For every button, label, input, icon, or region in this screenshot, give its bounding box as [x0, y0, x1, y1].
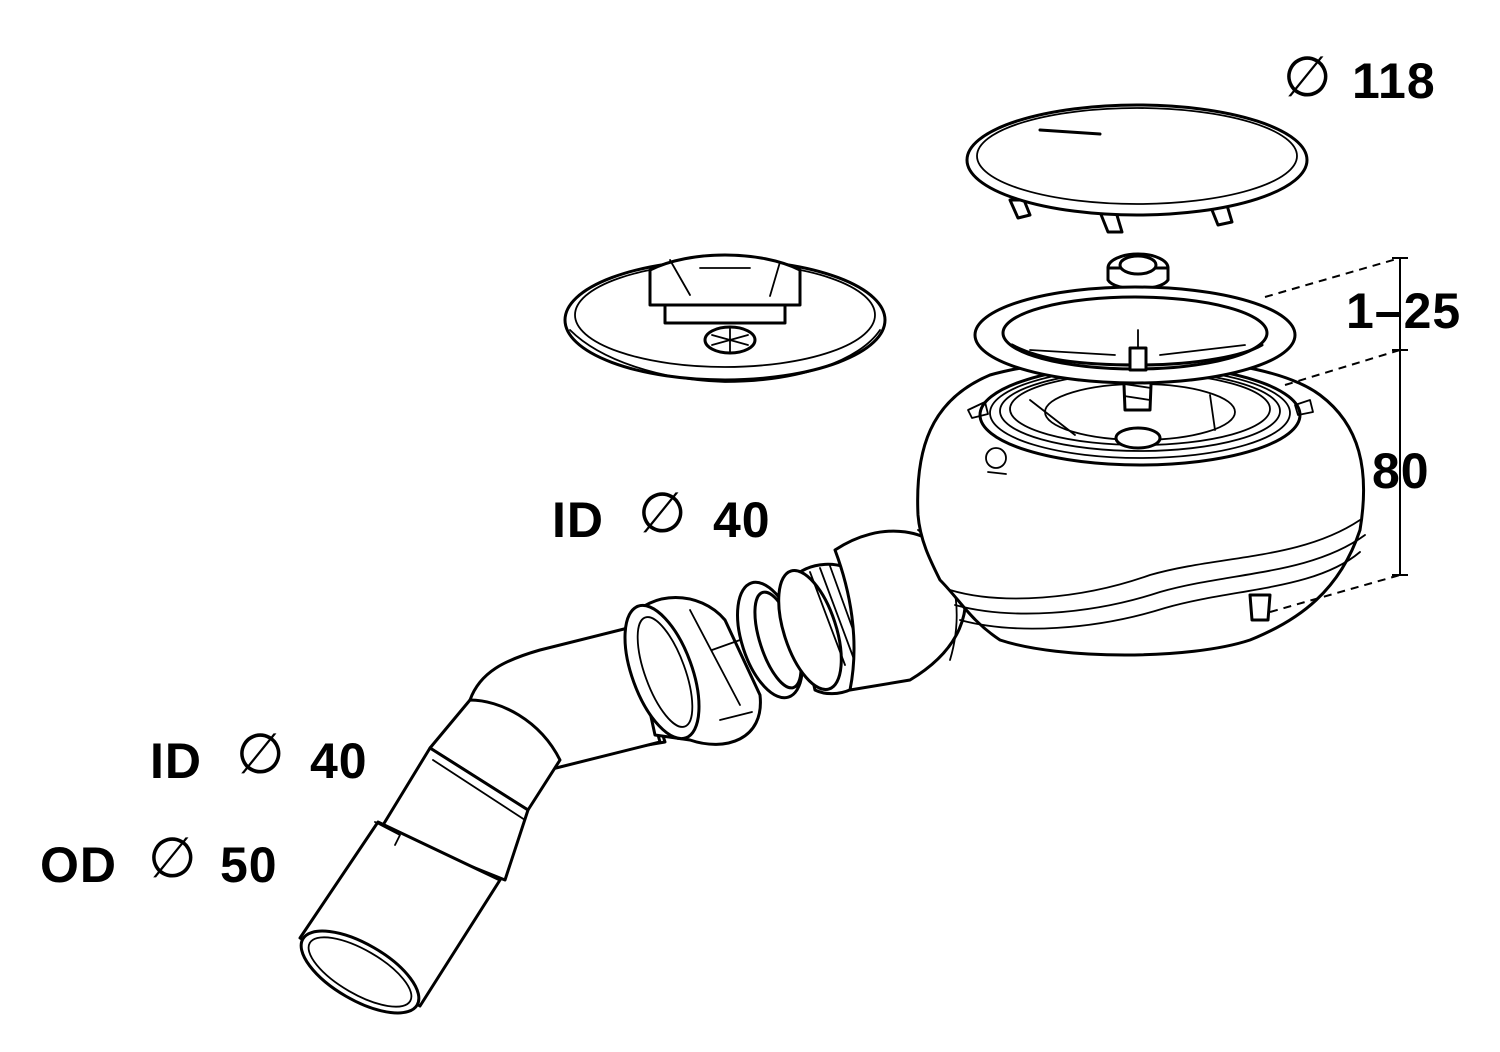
outlet-elbow-pipe [298, 626, 667, 1015]
cover-cap [965, 103, 1309, 234]
upper-id-diameter-symbol: ∅ [638, 481, 687, 546]
dim-height-label: 80 [1372, 443, 1430, 499]
lower-id-value: 40 [310, 733, 368, 789]
upper-id-value: 40 [713, 492, 771, 548]
drain-body [833, 356, 1366, 692]
cover-diameter-symbol: ∅ [1283, 45, 1332, 110]
dim-adjust-label: 1–25 [1346, 283, 1462, 339]
adapter-disc [563, 253, 887, 383]
upper-id-prefix: ID [552, 492, 604, 548]
lower-id-diameter-symbol: ∅ [236, 722, 285, 787]
union-nut [623, 596, 762, 746]
od-prefix: OD [40, 837, 117, 893]
grate-ring [973, 285, 1297, 385]
lower-id-prefix: ID [150, 733, 202, 789]
cover-diameter-label: 118 [1352, 53, 1436, 109]
od-value: 50 [220, 837, 278, 893]
dimension-lines [1264, 257, 1408, 613]
od-diameter-symbol: ∅ [148, 826, 197, 891]
